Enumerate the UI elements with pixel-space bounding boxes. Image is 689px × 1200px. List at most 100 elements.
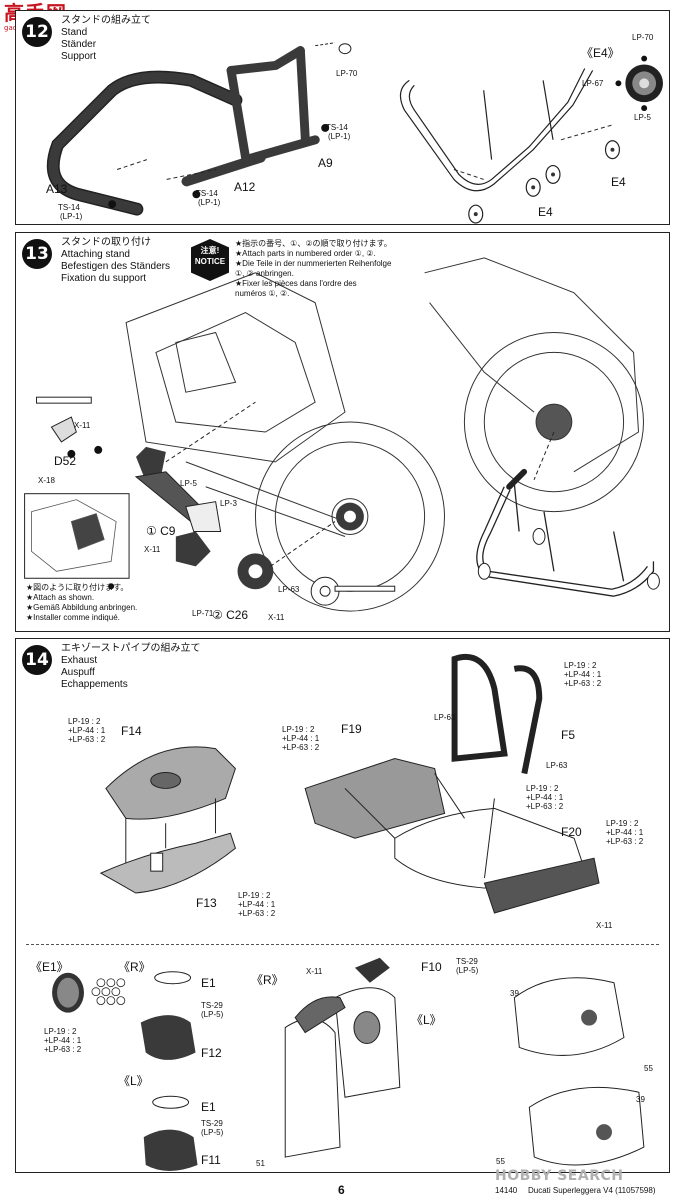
mix-line: +LP-44 : 1 <box>44 1036 82 1045</box>
detail-callout-e1: 《E1》 <box>30 960 69 974</box>
paint-label-lp63: LP-63 <box>434 713 456 722</box>
part-label-x11: X-11 <box>74 421 91 430</box>
notice-line: ★指示の番号、①、②の順で取り付けます。 <box>235 239 392 248</box>
paint-label-ts14: TS-14 <box>326 123 348 132</box>
mix-line: LP-19 : 2 <box>526 784 559 793</box>
step-14-titles: エキゾーストパイプの組み立て Exhaust Auspuff Echappeme… <box>61 643 201 691</box>
part-label-a13: A13 <box>46 182 68 196</box>
part-label-e1: E1 <box>201 976 216 990</box>
paint-label-lp63: LP-63 <box>278 585 300 594</box>
step-14-panel: 14 エキゾーストパイプの組み立て Exhaust Auspuff Echapp… <box>15 638 670 1173</box>
paint-label-ts29: TS-29 <box>201 1119 223 1128</box>
side-callout-right: 《R》 <box>251 973 284 987</box>
step-13-titles: スタンドの取り付け Attaching stand Befestigen des… <box>61 237 170 285</box>
note-line: ★図のように取り付けます。 <box>26 583 129 592</box>
decal-number: 55 <box>496 1157 505 1166</box>
part-label-d52: D52 <box>54 454 77 468</box>
side-callout-left: 《L》 <box>411 1013 442 1027</box>
paint-label-lp70: LP-70 <box>632 33 654 42</box>
paint-label-lp3: LP-3 <box>220 499 237 508</box>
notice-line: numéros ①, ②. <box>235 289 290 298</box>
mix-line: +LP-63 : 2 <box>564 679 602 688</box>
exhaust-assembly-illustration <box>52 653 645 1172</box>
title-de: Auspuff <box>61 667 95 678</box>
mix-line: LP-19 : 2 <box>44 1027 77 1036</box>
paint-label-ts14: TS-14 <box>58 203 80 212</box>
part-label-c26: ② C26 <box>212 608 249 622</box>
mix-line: +LP-63 : 2 <box>526 802 564 811</box>
title-de: Ständer <box>61 39 97 50</box>
part-label-x11: X-11 <box>268 613 285 622</box>
part-label-f20: F20 <box>561 825 582 839</box>
mix-line: +LP-44 : 1 <box>238 900 276 909</box>
title-en: Attaching stand <box>61 249 130 260</box>
title-fr: Fixation du support <box>61 273 147 284</box>
step-12-panel: 12 スタンドの組み立て Stand Ständer Support A13 A… <box>15 10 670 225</box>
mix-line: +LP-44 : 1 <box>68 726 106 735</box>
paint-label-lp1: (LP-1) <box>198 198 221 207</box>
title-en: Exhaust <box>61 655 98 666</box>
mix-line: +LP-63 : 2 <box>606 837 644 846</box>
part-label-f19: F19 <box>341 722 362 736</box>
mix-line: +LP-63 : 2 <box>44 1045 82 1054</box>
stand-assembly-illustration <box>46 42 663 224</box>
paint-mix-label: LP-19 : 2 +LP-44 : 1 +LP-63 : 2 <box>564 661 601 688</box>
part-label-f11: F11 <box>201 1153 221 1167</box>
mix-line: LP-19 : 2 <box>238 891 271 900</box>
notice-box: 注意! NOTICE ★指示の番号、①、②の順で取り付けます。 ★Attach … <box>191 239 411 307</box>
part-label-e4: E4 <box>538 205 553 219</box>
attach-as-shown-note: ★図のように取り付けます。 ★Attach as shown. ★Gemäß A… <box>26 583 137 623</box>
title-jp: スタンドの組み立て <box>61 15 151 26</box>
part-label-x18: X-18 <box>38 476 55 485</box>
title-jp: エキゾーストパイプの組み立て <box>61 643 201 654</box>
side-callout-left: 《L》 <box>118 1074 149 1088</box>
mix-line: +LP-44 : 1 <box>526 793 564 802</box>
notice-line: ★Fixer les pièces dans l'ordre des <box>235 279 357 288</box>
title-fr: Echappements <box>61 679 128 690</box>
notice-line: ★Attach parts in numbered order ①, ②. <box>235 249 376 258</box>
paint-label-lp67: LP-67 <box>582 79 604 88</box>
mix-line: +LP-63 : 2 <box>282 743 320 752</box>
mix-line: LP-19 : 2 <box>564 661 597 670</box>
step-12-titles: スタンドの組み立て Stand Ständer Support <box>61 15 151 63</box>
note-line: ★Attach as shown. <box>26 593 95 602</box>
mix-line: +LP-44 : 1 <box>282 734 320 743</box>
mix-line: LP-19 : 2 <box>606 819 639 828</box>
decal-number: 39 <box>636 1095 645 1104</box>
mix-line: LP-19 : 2 <box>68 717 101 726</box>
decal-number: 55 <box>644 1064 653 1073</box>
notice-text: ★指示の番号、①、②の順で取り付けます。 ★Attach parts in nu… <box>235 239 415 299</box>
paint-label-lp1: (LP-1) <box>328 132 351 141</box>
paint-label-lp5: (LP-5) <box>201 1128 224 1137</box>
mix-line: LP-19 : 2 <box>282 725 315 734</box>
note-line: ★Installer comme indiqué. <box>26 613 120 622</box>
part-label-x11: X-11 <box>306 967 323 976</box>
notice-line: ★Die Teile in der nummerierten Reihenfol… <box>235 259 392 268</box>
mix-line: +LP-44 : 1 <box>606 828 644 837</box>
hobby-search-watermark: HOBBY SEARCH <box>495 1168 624 1184</box>
title-en: Stand <box>61 27 88 38</box>
part-label-x11: X-11 <box>596 921 613 930</box>
title-de: Befestigen des Ständers <box>61 261 170 272</box>
paint-label-lp5: LP-5 <box>180 479 197 488</box>
paint-label-lp5: (LP-5) <box>201 1010 224 1019</box>
paint-mix-label: LP-19 : 2 +LP-44 : 1 +LP-63 : 2 <box>238 891 275 918</box>
part-label-e4: E4 <box>611 175 626 189</box>
section-divider <box>26 944 659 945</box>
kit-code: 14140 <box>495 1186 518 1195</box>
part-label-f10: F10 <box>421 960 442 974</box>
step-number-badge: 12 <box>22 17 52 47</box>
paint-label-lp5: LP-5 <box>634 113 651 122</box>
part-label-f14: F14 <box>121 724 142 738</box>
step-13-panel: 13 スタンドの取り付け Attaching stand Befestigen … <box>15 232 670 632</box>
paint-mix-label: LP-19 : 2 +LP-44 : 1 +LP-63 : 2 <box>68 717 105 744</box>
paint-label-lp70: LP-70 <box>336 69 358 78</box>
side-callout-right: 《R》 <box>118 960 151 974</box>
paint-label-lp71: LP-71 <box>192 609 214 618</box>
mix-line: +LP-44 : 1 <box>564 670 602 679</box>
paint-label-ts29: TS-29 <box>456 957 478 966</box>
mix-line: +LP-63 : 2 <box>238 909 276 918</box>
title-jp: スタンドの取り付け <box>61 237 151 248</box>
paint-label-ts29: TS-29 <box>201 1001 223 1010</box>
part-label-e1: E1 <box>201 1100 216 1114</box>
